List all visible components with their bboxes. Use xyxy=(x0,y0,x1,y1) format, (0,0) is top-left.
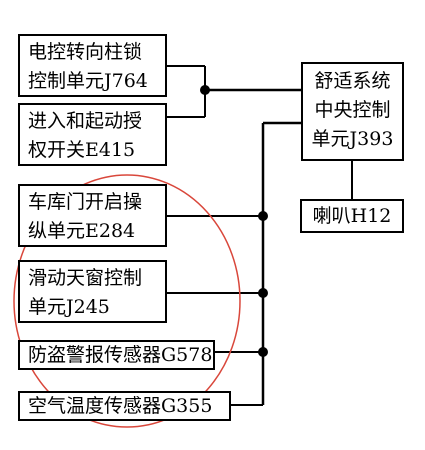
node-j393: 舒适系统 中央控制 单元J393 xyxy=(301,62,404,161)
node-g355: 空气温度传感器G355 xyxy=(18,391,231,421)
node-g578: 防盗警报传感器G578 xyxy=(18,340,215,370)
upper-junction-dot xyxy=(200,85,210,95)
highlight-ellipse xyxy=(13,174,241,428)
node-h12: 喇叭H12 xyxy=(300,199,404,233)
node-e415: 进入和起动授 权开关E415 xyxy=(18,103,167,166)
e284-junction-dot xyxy=(258,211,268,221)
node-j764: 电控转向柱锁 控制单元J764 xyxy=(18,34,167,97)
node-e284: 车库门开启操 纵单元E284 xyxy=(18,184,167,247)
j245-junction-dot xyxy=(258,288,268,298)
node-j245: 滑动天窗控制 单元J245 xyxy=(18,260,167,323)
g578-junction-dot xyxy=(258,347,268,357)
